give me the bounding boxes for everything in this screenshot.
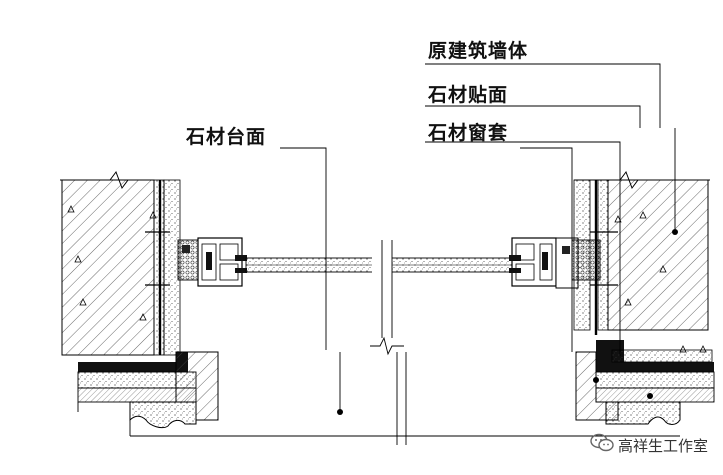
wechat-icon <box>590 433 614 457</box>
leader-dot <box>647 393 653 399</box>
left-sill <box>77 351 219 429</box>
label-window-cover: 石材窗套 <box>428 122 509 144</box>
leader-lines <box>280 63 676 412</box>
leader-dot <box>672 229 678 235</box>
glass-pane <box>245 248 515 282</box>
leader-wall <box>425 63 661 128</box>
right-sill <box>575 340 715 425</box>
leader-window-cover <box>425 141 621 356</box>
leader-dot <box>593 377 599 383</box>
label-facing: 石材贴面 <box>428 84 509 106</box>
label-wall: 原建筑墙体 <box>428 40 529 62</box>
leader-facing <box>425 105 641 128</box>
watermark: 高祥生工作室 <box>590 433 708 457</box>
leader-sill <box>280 147 327 350</box>
break-line <box>370 240 407 445</box>
label-sill: 石材台面 <box>186 126 267 148</box>
leader-dot <box>337 409 343 415</box>
left-wall-section <box>60 170 181 356</box>
watermark-text: 高祥生工作室 <box>618 436 709 455</box>
right-wall-section <box>573 170 710 335</box>
left-window-frame <box>177 237 247 287</box>
